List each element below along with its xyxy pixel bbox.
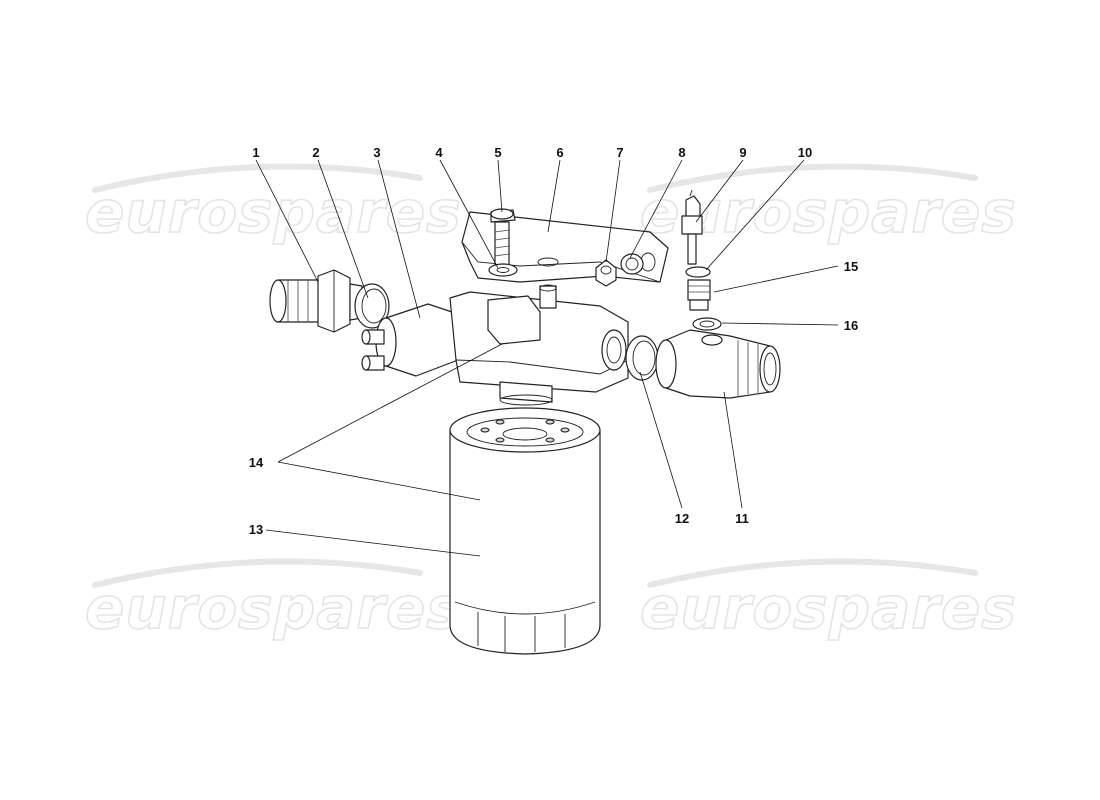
- callout-14: 14: [249, 455, 264, 470]
- callout-5: 5: [494, 145, 501, 160]
- callout-13: 13: [249, 522, 263, 537]
- part-tee-11: [655, 329, 781, 399]
- callout-9: 9: [739, 145, 746, 160]
- part-oring-12: [625, 335, 659, 381]
- part-oil-filter-13: [449, 407, 601, 655]
- callout-labels: 1 2 3 4 5 6 7 8 9 10 15 16 14 13 12 11: [249, 145, 858, 537]
- part-washer-10: [685, 266, 711, 278]
- watermark-bottom-left: eurospares: [84, 558, 462, 643]
- leader-lines: [255, 159, 839, 557]
- part-spacer-8: [620, 253, 644, 275]
- callout-10: 10: [798, 145, 812, 160]
- part-adapter-15: [687, 279, 711, 311]
- watermark-bottom-right: eurospares: [639, 558, 1017, 643]
- callout-3: 3: [373, 145, 380, 160]
- part-washer-16: [692, 317, 722, 331]
- part-filter-head-14: [449, 284, 629, 406]
- callout-6: 6: [556, 145, 563, 160]
- callout-16: 16: [844, 318, 858, 333]
- part-union-1: [269, 269, 363, 333]
- svg-text:eurospares: eurospares: [640, 178, 1017, 246]
- callout-15: 15: [844, 259, 858, 274]
- watermark-top-left: eurospares: [84, 163, 462, 247]
- callout-4: 4: [435, 145, 443, 160]
- part-washer-4: [488, 263, 518, 277]
- svg-text:eurospares: eurospares: [85, 574, 462, 642]
- callout-2: 2: [312, 145, 319, 160]
- svg-text:eurospares: eurospares: [85, 178, 462, 246]
- part-seal-2: [354, 283, 390, 329]
- svg-text:eurospares: eurospares: [640, 574, 1017, 642]
- callout-12: 12: [675, 511, 689, 526]
- callout-1: 1: [252, 145, 259, 160]
- part-bracket: [461, 211, 669, 283]
- callout-8: 8: [678, 145, 685, 160]
- callout-7: 7: [616, 145, 623, 160]
- watermark-top-right: eurospares: [639, 163, 1017, 247]
- callout-11: 11: [735, 511, 749, 526]
